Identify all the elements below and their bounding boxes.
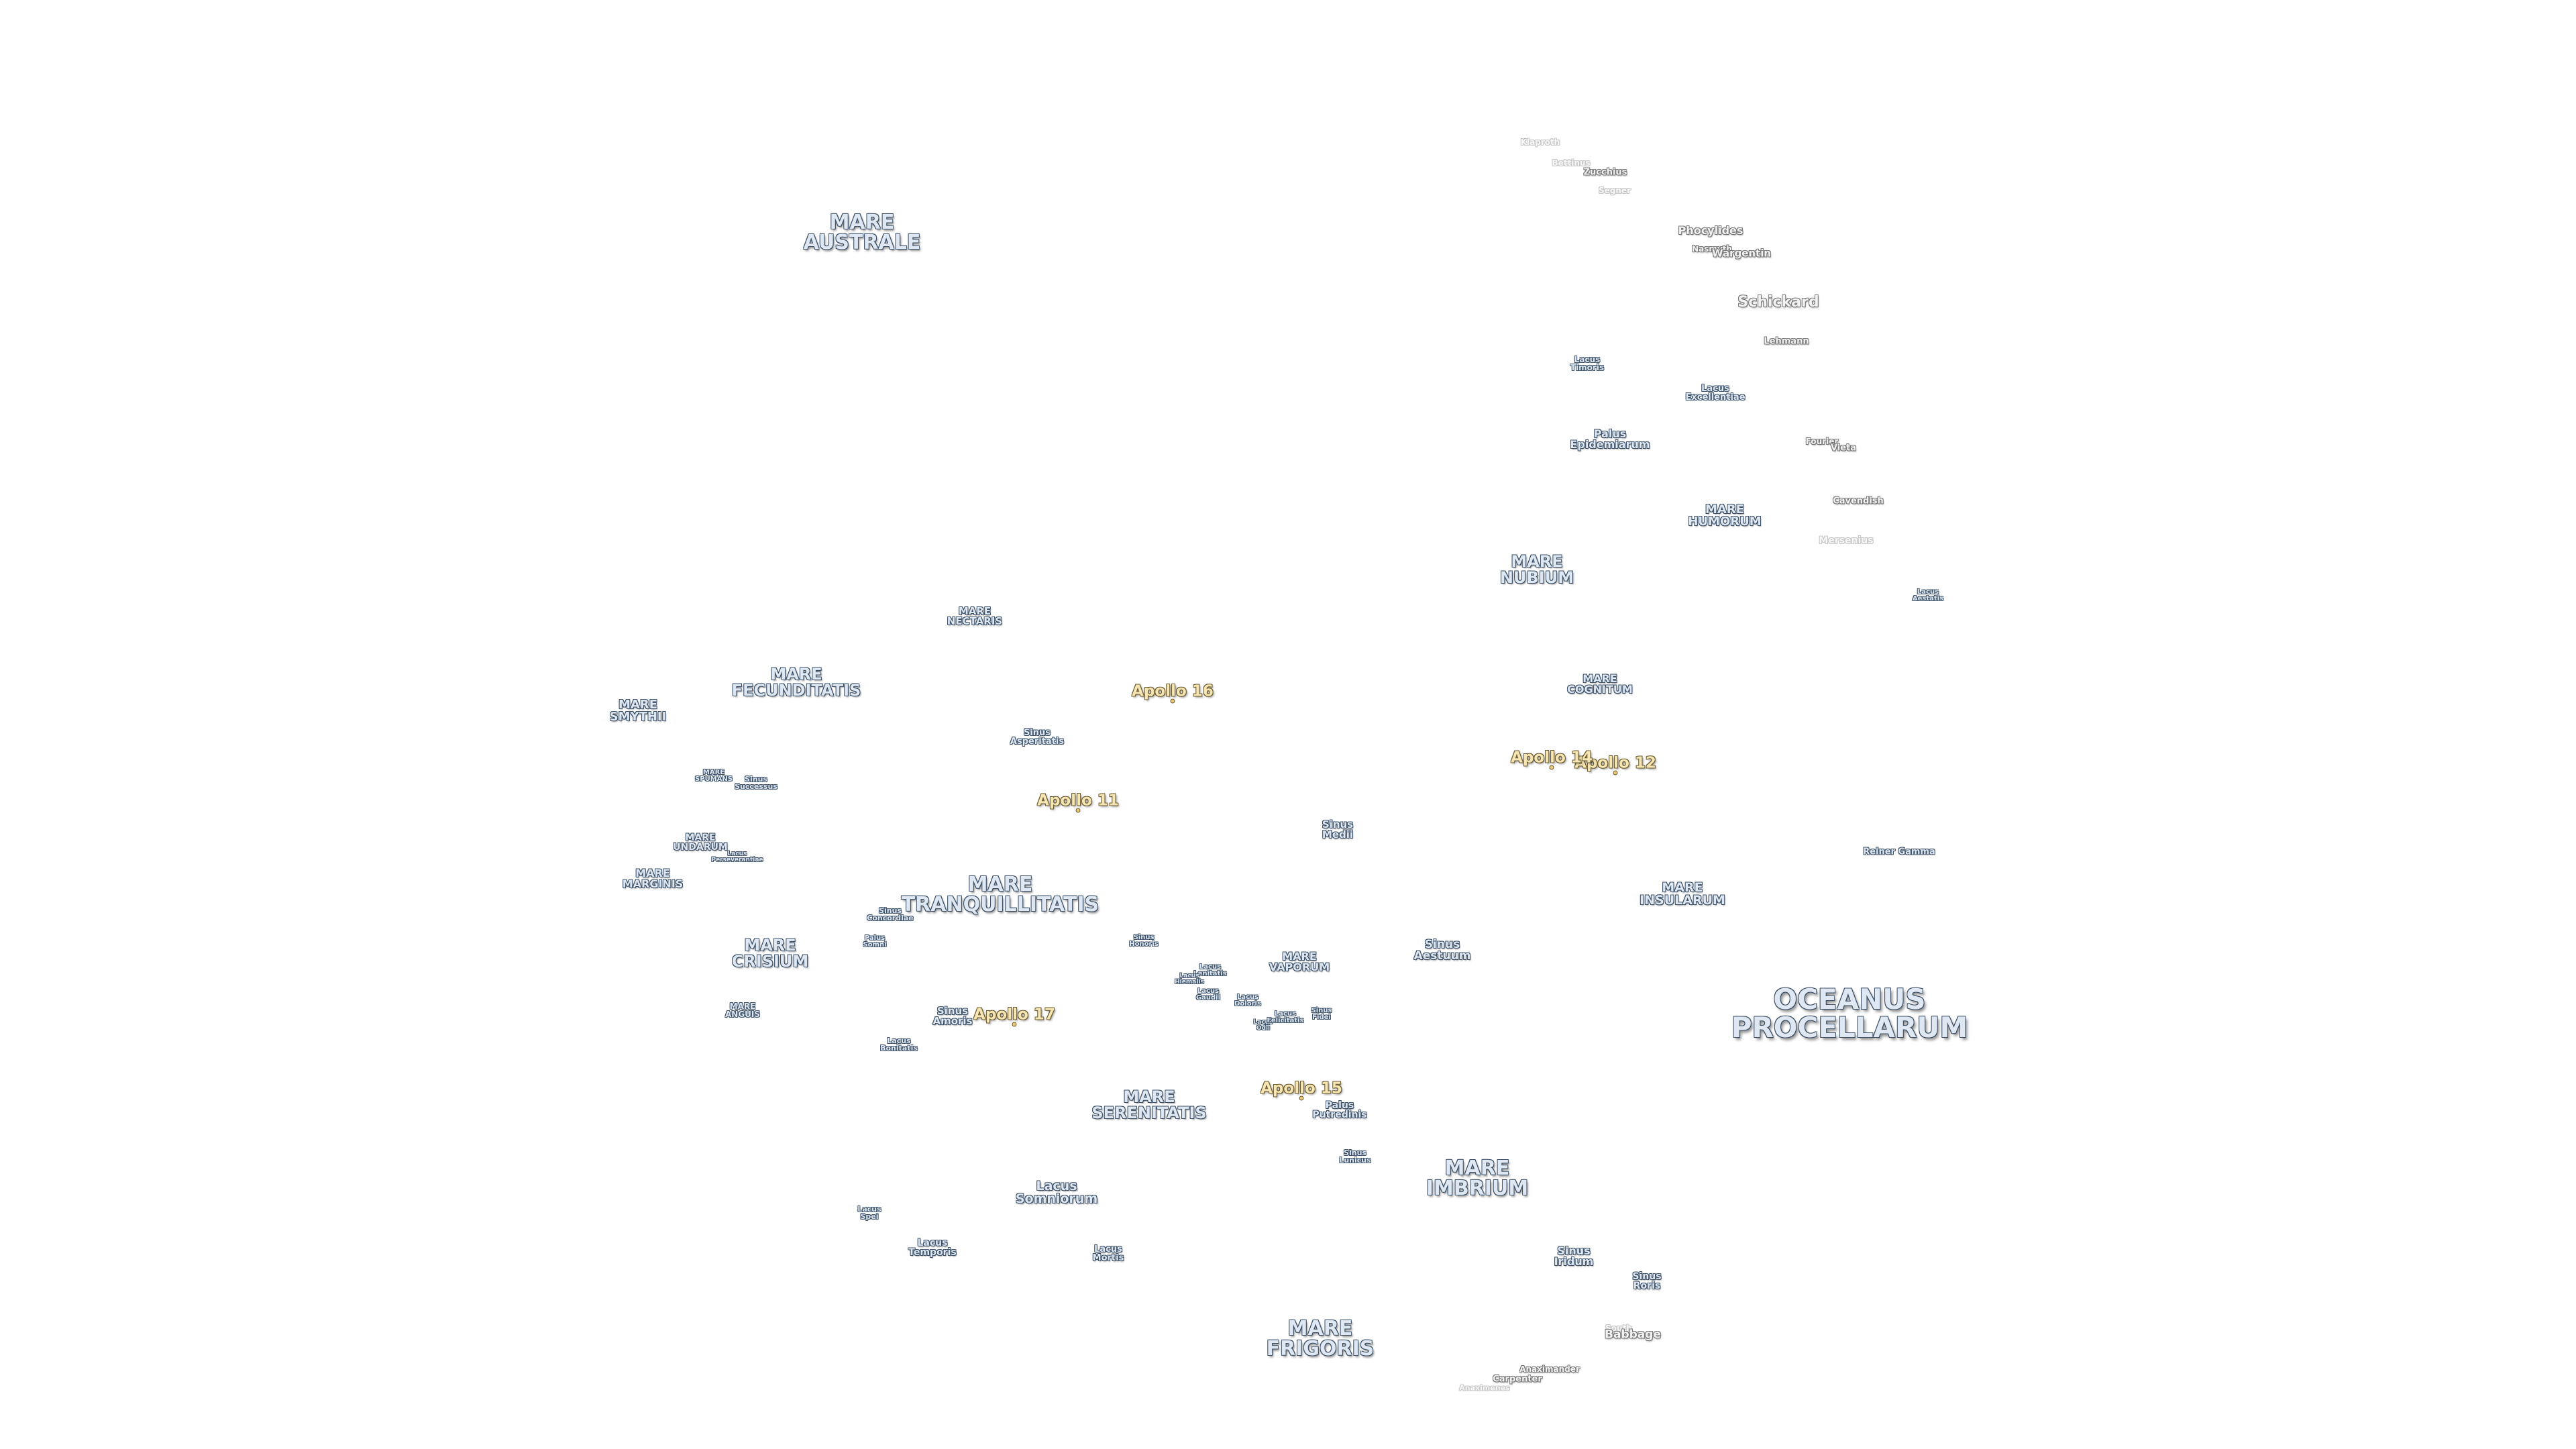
label-palus-somni[interactable]: Palus Somni — [863, 934, 887, 949]
label-mare-undarum[interactable]: MARE UNDARUM — [673, 833, 728, 853]
label-lacus-aestatis[interactable]: Lacus Aestatis — [1912, 588, 1944, 602]
label-mare-tranquillitatis[interactable]: MARE TRANQUILLITATIS — [901, 873, 1099, 916]
label-crater-anaximenes[interactable]: Anaximenes — [1459, 1383, 1510, 1393]
label-mare-smythii[interactable]: MARE SMYTHII — [609, 698, 667, 724]
label-mare-serenitatis[interactable]: MARE SERENITATIS — [1091, 1087, 1207, 1122]
label-sinus-fidei[interactable]: Sinus Fidei — [1311, 1007, 1332, 1021]
label-sinus-aestuum[interactable]: Sinus Aestuum — [1413, 938, 1471, 963]
label-lacus-mortis[interactable]: Lacus Mortis — [1092, 1244, 1124, 1263]
label-crater-babbage[interactable]: Babbage — [1605, 1328, 1661, 1342]
label-lacus-timoris[interactable]: Lacus Timoris — [1570, 355, 1605, 372]
label-lacus-bonitatis[interactable]: Lacus Bonitatis — [880, 1036, 918, 1053]
label-mare-anguis[interactable]: MARE ANGUIS — [724, 1002, 761, 1019]
apollo-17-site-marker[interactable] — [1012, 1022, 1016, 1026]
label-lacus-doloris[interactable]: Lacus Doloris — [1234, 994, 1261, 1008]
label-lacus-excellentiae[interactable]: Lacus Excellentiae — [1685, 384, 1746, 402]
apollo-11-site-marker[interactable] — [1076, 808, 1080, 812]
label-mare-vaporum[interactable]: MARE VAPORUM — [1269, 950, 1330, 973]
label-crater-phocylides[interactable]: Phocylides — [1678, 224, 1743, 237]
label-lacus-somniorum[interactable]: Lacus Somniorum — [1015, 1179, 1098, 1206]
label-sinus-concordiae[interactable]: Sinus Concordiae — [867, 906, 914, 922]
label-mare-australe[interactable]: MARE AUSTRALE — [803, 211, 921, 254]
label-lacus-odii[interactable]: Lacus Odii — [1253, 1019, 1273, 1032]
apollo-14-site-marker[interactable] — [1550, 765, 1554, 769]
label-apollo-15[interactable]: Apollo 15 — [1260, 1079, 1342, 1097]
label-sinus-lunicus[interactable]: Sinus Lunicus — [1339, 1148, 1371, 1165]
apollo-15-site-marker[interactable] — [1299, 1096, 1303, 1100]
label-apollo-14[interactable]: Apollo 14 — [1511, 749, 1593, 767]
label-crater-cavendish[interactable]: Cavendish — [1833, 496, 1884, 506]
label-crater-lehmann[interactable]: Lehmann — [1764, 336, 1809, 347]
label-apollo-17[interactable]: Apollo 17 — [973, 1006, 1055, 1024]
label-crater-wargentin[interactable]: Wargentin — [1711, 247, 1772, 260]
label-mare-cognitum[interactable]: MARE COGNITUM — [1567, 672, 1633, 696]
apollo-12-site-marker[interactable] — [1613, 771, 1617, 775]
label-mare-spumans[interactable]: MARE SPUMANS — [695, 769, 733, 783]
label-sinus-iridum[interactable]: Sinus Iridum — [1554, 1244, 1594, 1268]
label-apollo-12[interactable]: Apollo 12 — [1574, 754, 1656, 772]
label-crater-zucchius[interactable]: Zucchius — [1583, 167, 1627, 178]
label-mare-imbrium[interactable]: MARE IMBRIUM — [1426, 1157, 1529, 1200]
label-sinus-amoris[interactable]: Sinus Amoris — [932, 1005, 973, 1027]
label-mare-marginis[interactable]: MARE MARGINIS — [622, 867, 684, 890]
label-palus-putredinis[interactable]: Palus Putredinis — [1312, 1100, 1367, 1120]
label-crater-bettinus[interactable]: Bettinus — [1552, 158, 1591, 168]
label-sinus-medii[interactable]: Sinus Medii — [1322, 818, 1354, 841]
label-apollo-11[interactable]: Apollo 11 — [1037, 792, 1119, 810]
label-crater-mersenius[interactable]: Mersenius — [1819, 535, 1874, 546]
label-lacus-felicitatis[interactable]: Lacus Felicitatis — [1267, 1010, 1304, 1024]
label-lacus-lenitatis[interactable]: Lacus Lenitatis — [1193, 963, 1227, 977]
apollo-16-site-marker[interactable] — [1171, 699, 1175, 703]
label-lacus-gaudii[interactable]: Lacus Gaudii — [1195, 987, 1221, 1002]
label-lacus-perseverantiae[interactable]: Lacus Perseverantiae — [711, 851, 763, 863]
label-palus-epidemiarum[interactable]: Palus Epidemiarum — [1570, 427, 1650, 451]
label-reiner-gamma[interactable]: Reiner Gamma — [1863, 847, 1935, 857]
label-mare-frigoris[interactable]: MARE FRIGORIS — [1266, 1317, 1375, 1360]
label-mare-insularum[interactable]: MARE INSULARUM — [1640, 880, 1725, 908]
label-crater-carpenter[interactable]: Carpenter — [1493, 1374, 1542, 1385]
label-apollo-16[interactable]: Apollo 16 — [1132, 682, 1214, 700]
label-mare-humorum[interactable]: MARE HUMORUM — [1688, 502, 1762, 529]
label-sinus-honoris[interactable]: Sinus Honoris — [1129, 934, 1159, 948]
label-sinus-roris[interactable]: Sinus Roris — [1632, 1271, 1662, 1291]
label-crater-nasmyth[interactable]: Nasmyth — [1692, 244, 1732, 254]
label-mare-nectaris[interactable]: MARE NECTARIS — [947, 605, 1003, 627]
label-crater-vieta[interactable]: Vieta — [1830, 443, 1857, 453]
label-sinus-successus[interactable]: Sinus Successus — [735, 775, 777, 791]
label-mare-nubium[interactable]: MARE NUBIUM — [1499, 552, 1574, 587]
label-crater-segner[interactable]: Segner — [1599, 186, 1631, 195]
label-lacus-hiemalis[interactable]: Lacus Hiemalis — [1175, 973, 1204, 985]
label-crater-fourier[interactable]: Fourier — [1805, 437, 1839, 446]
label-crater-south[interactable]: South — [1605, 1324, 1632, 1333]
label-sinus-asperitatis[interactable]: Sinus Asperitatis — [1010, 728, 1065, 747]
label-crater-anaximander[interactable]: Anaximander — [1519, 1364, 1580, 1374]
label-oceanus-procellarum[interactable]: OCEANUS PROCELLARUM — [1731, 983, 1968, 1044]
label-lacus-temporis[interactable]: Lacus Temporis — [908, 1238, 957, 1258]
label-mare-fecunditatis[interactable]: MARE FECUNDITATIS — [731, 665, 861, 700]
label-mare-crisium[interactable]: MARE CRISIUM — [731, 936, 809, 971]
label-crater-schickard[interactable]: Schickard — [1737, 294, 1819, 311]
label-crater-klaproth[interactable]: Klaproth — [1520, 138, 1560, 147]
label-lacus-spei[interactable]: Lacus Spei — [857, 1205, 881, 1221]
